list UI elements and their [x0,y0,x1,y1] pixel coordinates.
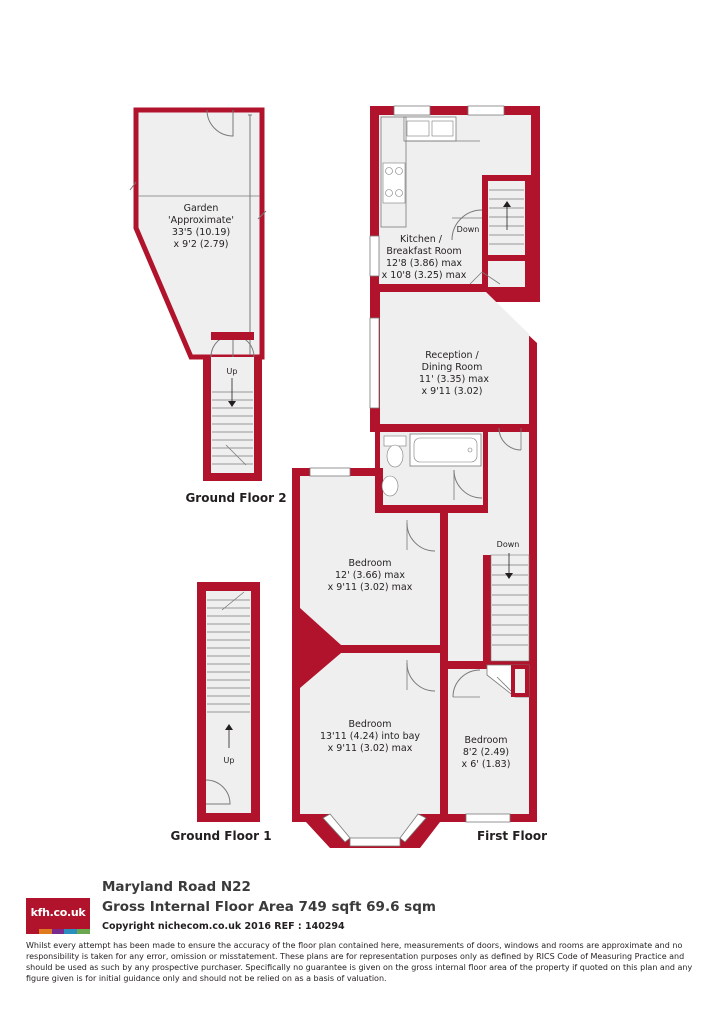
ground1-floor-title: Ground Floor 1 [170,829,271,843]
ground1-stair [197,582,260,822]
bedroom2-label-1: Bedroom [349,719,392,730]
floor-area: Gross Internal Floor Area 749 sqft 69.6 … [102,899,436,915]
kitchen-label-3: 12'8 (3.86) max [386,258,462,269]
ground1-up-label: Up [224,756,235,765]
bedroom3-label-3: x 6' (1.83) [462,759,511,770]
kfh-logo-stripes [26,929,90,934]
logo-stripe [38,929,52,934]
kfh-logo-text: kfh.co.uk [30,906,86,919]
reception-label-1: Reception / [425,350,479,361]
bedroom1-label-3: x 9'11 (3.02) max [328,582,413,593]
ground2-up-label: Up [227,367,238,376]
disclaimer-text: Whilst every attempt has been made to en… [26,941,693,983]
copyright-text: Copyright nichecom.co.uk 2016 REF : 1402… [102,921,345,932]
bedroom2-label-3: x 9'11 (3.02) max [328,743,413,754]
garden-label-4: x 9'2 (2.79) [174,239,229,250]
kfh-logo: kfh.co.uk [26,898,90,934]
logo-stripe [26,929,39,934]
reception-label-3: 11' (3.35) max [419,374,489,385]
garden-label-3: 33'5 (10.19) [172,227,230,238]
kitchen-stair-down-label: Down [457,225,480,234]
reception-label-4: x 9'11 (3.02) [422,386,483,397]
ground2-stair [203,332,262,481]
logo-stripe [64,929,78,934]
bedroom3-label-1: Bedroom [465,735,508,746]
ground2-floor-title: Ground Floor 2 [185,491,286,505]
property-address: Maryland Road N22 [102,879,251,895]
first-floor-plan [292,105,540,848]
garden-label-2: 'Approximate' [168,215,234,226]
kitchen-label-2: Breakfast Room [386,246,461,257]
reception-label-2: Dining Room [422,362,483,373]
garden-label-1: Garden [184,203,219,214]
first-floor-stair-down-label: Down [497,540,520,549]
bedroom1-label-2: 12' (3.66) max [335,570,405,581]
bedroom3-label-2: 8'2 (2.49) [463,747,509,758]
floor-plan: Garden 'Approximate' 33'5 (10.19) x 9'2 … [129,105,547,848]
kitchen-label-4: x 10'8 (3.25) max [382,270,467,281]
bedroom2-label-2: 13'11 (4.24) into bay [320,731,420,742]
logo-stripe [77,929,90,934]
kitchen-label-1: Kitchen / [400,234,443,245]
bedroom1-label-1: Bedroom [349,558,392,569]
first-floor-title: First Floor [477,829,547,843]
logo-stripe [51,929,65,934]
